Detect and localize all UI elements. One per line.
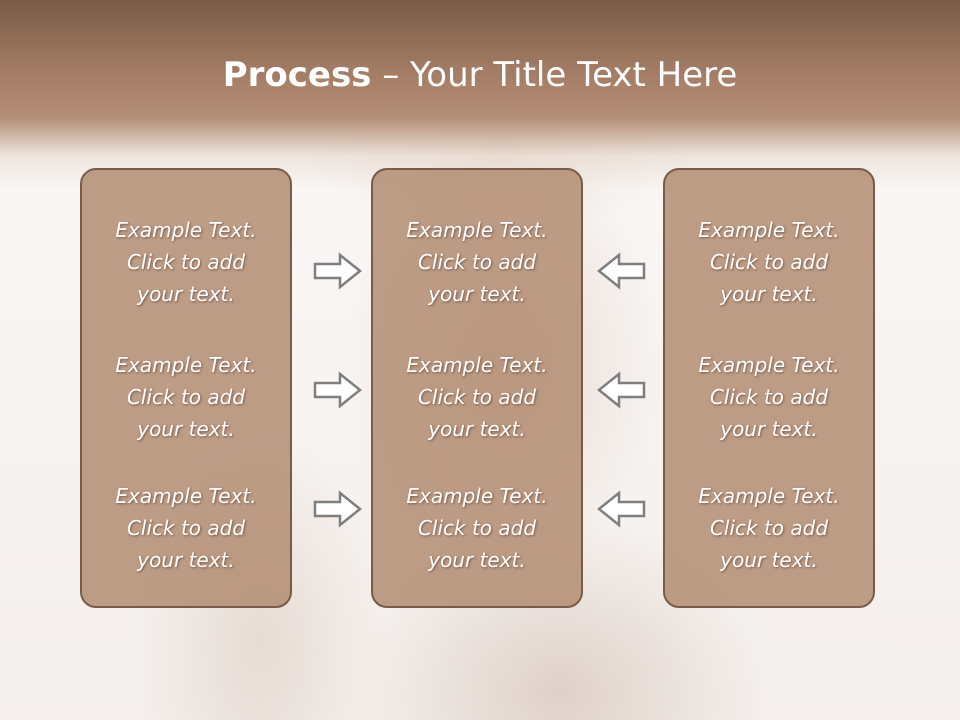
text-line: your text. bbox=[720, 417, 818, 441]
text-line: Click to add bbox=[417, 250, 537, 274]
text-line: Click to add bbox=[709, 516, 829, 540]
process-box-left[interactable]: Example Text. Click to add your text. Ex… bbox=[80, 168, 292, 608]
text-placeholder[interactable]: Example Text. Click to add your text. bbox=[82, 214, 290, 310]
text-placeholder[interactable]: Example Text. Click to add your text. bbox=[82, 480, 290, 576]
text-line: Click to add bbox=[126, 516, 246, 540]
text-line: your text. bbox=[428, 548, 526, 572]
text-line: Example Text. bbox=[406, 218, 548, 242]
text-line: your text. bbox=[428, 282, 526, 306]
text-line: Click to add bbox=[417, 385, 537, 409]
text-line: your text. bbox=[720, 548, 818, 572]
text-line: Example Text. bbox=[406, 353, 548, 377]
left-arrow-icon[interactable] bbox=[595, 251, 647, 291]
text-line: Example Text. bbox=[115, 218, 257, 242]
text-line: Example Text. bbox=[698, 353, 840, 377]
text-line: Example Text. bbox=[115, 484, 257, 508]
title-banner bbox=[0, 0, 960, 190]
text-line: Click to add bbox=[126, 250, 246, 274]
text-placeholder[interactable]: Example Text. Click to add your text. bbox=[665, 480, 873, 576]
text-line: Example Text. bbox=[698, 484, 840, 508]
process-box-right[interactable]: Example Text. Click to add your text. Ex… bbox=[663, 168, 875, 608]
text-line: Click to add bbox=[417, 516, 537, 540]
text-placeholder[interactable]: Example Text. Click to add your text. bbox=[373, 214, 581, 310]
text-line: Example Text. bbox=[698, 218, 840, 242]
text-line: Click to add bbox=[709, 250, 829, 274]
text-line: your text. bbox=[720, 282, 818, 306]
title-bold: Process bbox=[222, 55, 372, 95]
text-placeholder[interactable]: Example Text. Click to add your text. bbox=[373, 349, 581, 445]
text-line: your text. bbox=[428, 417, 526, 441]
slide-title[interactable]: Process – Your Title Text Here bbox=[0, 50, 960, 100]
text-line: Click to add bbox=[709, 385, 829, 409]
right-arrow-icon[interactable] bbox=[312, 251, 364, 291]
text-placeholder[interactable]: Example Text. Click to add your text. bbox=[665, 349, 873, 445]
text-line: Click to add bbox=[126, 385, 246, 409]
text-placeholder[interactable]: Example Text. Click to add your text. bbox=[373, 480, 581, 576]
text-placeholder[interactable]: Example Text. Click to add your text. bbox=[82, 349, 290, 445]
process-box-center[interactable]: Example Text. Click to add your text. Ex… bbox=[371, 168, 583, 608]
right-arrow-icon[interactable] bbox=[312, 489, 364, 529]
text-line: your text. bbox=[137, 417, 235, 441]
left-arrow-icon[interactable] bbox=[595, 489, 647, 529]
title-rest: – Your Title Text Here bbox=[371, 55, 738, 95]
text-placeholder[interactable]: Example Text. Click to add your text. bbox=[665, 214, 873, 310]
left-arrow-icon[interactable] bbox=[595, 370, 647, 410]
text-line: Example Text. bbox=[115, 353, 257, 377]
text-line: Example Text. bbox=[406, 484, 548, 508]
text-line: your text. bbox=[137, 282, 235, 306]
text-line: your text. bbox=[137, 548, 235, 572]
right-arrow-icon[interactable] bbox=[312, 370, 364, 410]
